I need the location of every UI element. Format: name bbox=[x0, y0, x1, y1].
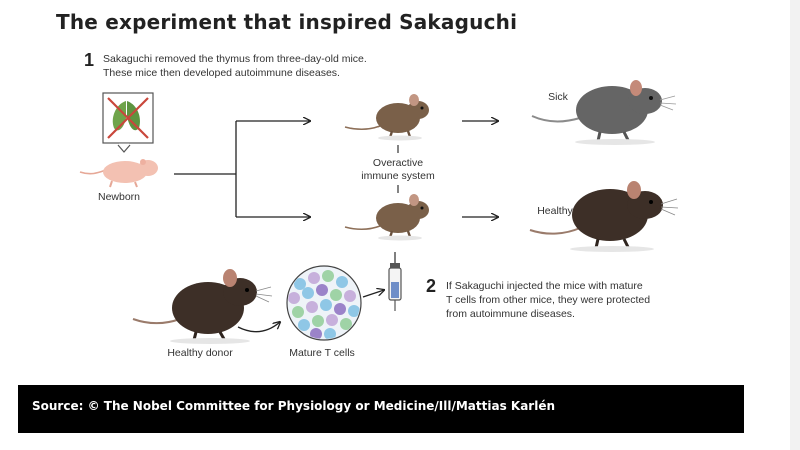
label-overactive-immune: Overactive immune system bbox=[348, 157, 448, 183]
thymus-crossed-icon bbox=[102, 92, 154, 153]
source-credit: Source: © The Nobel Committee for Physio… bbox=[32, 399, 556, 413]
label-overactive-line-1: Overactive bbox=[372, 157, 424, 169]
step-2-line-1: If Sakaguchi injected the mice with matu… bbox=[446, 280, 643, 292]
healthy-mouse-icon bbox=[529, 181, 679, 252]
right-edge-strip bbox=[790, 0, 800, 450]
mouse-icon-bottom bbox=[344, 194, 429, 241]
page-title: The experiment that inspired Sakaguchi bbox=[56, 10, 518, 34]
label-healthy-donor: Healthy donor bbox=[167, 347, 233, 359]
branch-connector bbox=[174, 121, 310, 217]
newborn-mouse-icon bbox=[79, 159, 158, 188]
sick-mouse-icon bbox=[531, 80, 677, 145]
step-1-line-2: These mice then developed autoimmune dis… bbox=[103, 67, 340, 79]
label-mature-t-cells: Mature T cells bbox=[289, 347, 355, 359]
arrow-icon-cells-to-syringe bbox=[362, 290, 384, 298]
label-overactive-line-2: immune system bbox=[361, 170, 435, 182]
donor-mouse-icon bbox=[132, 269, 273, 344]
source-bar: Source: © The Nobel Committee for Physio… bbox=[18, 385, 744, 433]
arrow-icon-donor-to-cells bbox=[237, 322, 280, 333]
label-healthy: Healthy bbox=[537, 205, 573, 217]
t-cells-circle-icon bbox=[286, 265, 362, 341]
step-1-text: Sakaguchi removed the thymus from three-… bbox=[103, 52, 367, 80]
step-1-line-1: Sakaguchi removed the thymus from three-… bbox=[103, 53, 367, 65]
step-2-line-3: from autoimmune diseases. bbox=[446, 308, 575, 320]
label-newborn: Newborn bbox=[97, 191, 141, 203]
step-1-number: 1 bbox=[84, 50, 95, 70]
mouse-icon-top bbox=[344, 94, 429, 141]
step-2-line-2: T cells from other mice, they were prote… bbox=[446, 294, 651, 306]
label-sick: Sick bbox=[548, 91, 568, 103]
step-2-number: 2 bbox=[426, 276, 437, 296]
step-2-text: If Sakaguchi injected the mice with matu… bbox=[446, 279, 650, 321]
syringe-icon bbox=[388, 252, 402, 311]
